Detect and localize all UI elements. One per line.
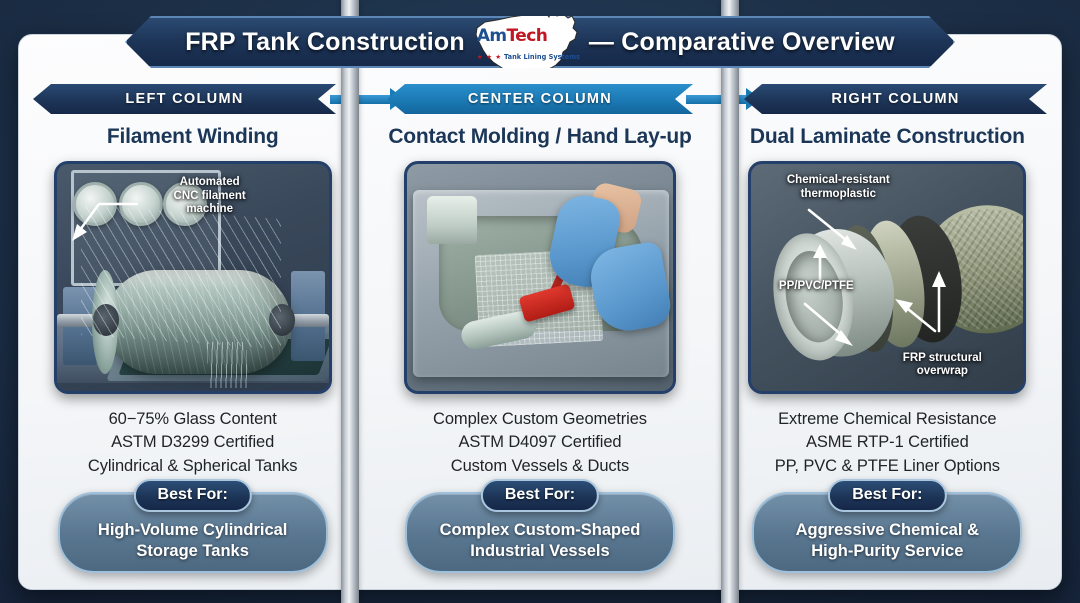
callout-line-1: Automated <box>179 176 240 188</box>
callout-line-2: thermoplastic <box>800 187 877 200</box>
column-bands: LEFT COLUMN CENTER COLUMN RIGHT COLUMN <box>0 84 1080 114</box>
filament-drip <box>206 342 247 388</box>
callout-line-2: CNC filament <box>173 189 246 202</box>
mandrel-hub-left <box>92 304 119 336</box>
column-right: Dual Laminate Construction Chemical-resi… <box>714 35 1061 589</box>
band-right-column: RIGHT COLUMN <box>744 84 1047 114</box>
callout-pp-pvc-ptfe: PP/PVC/PTFE <box>761 280 871 294</box>
spec-line: Extreme Chemical Resistance <box>778 410 997 428</box>
column-title-left: Filament Winding <box>106 125 279 148</box>
spec-line: ASTM D4097 Certified <box>458 433 622 452</box>
flow-connector-arrow-icon <box>330 88 405 110</box>
callout-frp-overwrap: FRP structural overwrap <box>867 352 1017 379</box>
callout-line-1: FRP structural <box>902 351 982 364</box>
best-for-box-left: Best For: High-Volume Cylindrical Storag… <box>57 479 328 573</box>
column-divider <box>341 0 359 603</box>
page-title-right: — Comparative Overview <box>588 27 895 56</box>
column-title-center: Contact Molding / Hand Lay-up <box>388 125 692 148</box>
spec-line: Custom Vessels & Ducts <box>450 456 630 475</box>
mandrel-shaft-left <box>56 314 99 327</box>
best-for-line-2: Storage Tanks <box>136 542 249 561</box>
best-for-line-1: Complex Custom-Shaped <box>439 521 641 540</box>
dual-laminate-photo: Chemical-resistant thermoplastic PP/PVC/… <box>748 161 1027 394</box>
column-center: Contact Molding / Hand Lay-up Complex Cu… <box>366 35 713 589</box>
callout-arrow-icon <box>69 198 139 244</box>
best-for-line-1: Aggressive Chemical & <box>795 521 980 540</box>
metal-mold <box>412 180 673 377</box>
best-for-text: Complex Custom-Shaped Industrial Vessels <box>440 520 641 562</box>
us-map-logo-icon: AmTech ★ ★ ★ Tank Lining Systems <box>471 8 583 76</box>
best-for-pill: Best For: <box>828 479 947 513</box>
best-for-line-2: Industrial Vessels <box>470 542 610 561</box>
mandrel-hub-right <box>268 304 295 336</box>
callout-arrow-icon <box>801 300 865 354</box>
title-banner: FRP Tank Construction AmTech ★ ★ ★ Tank … <box>125 16 955 68</box>
band-center-column: CENTER COLUMN <box>387 84 693 114</box>
callout-arrow-icon <box>807 242 833 284</box>
infographic-card: Filament Winding <box>18 34 1062 590</box>
callout-cnc-machine: Automated CNC filament machine <box>135 176 285 217</box>
wound-cylinder <box>91 270 291 374</box>
spec-line: ASTM D3299 Certified <box>111 433 275 452</box>
callout-arrow-icon <box>881 263 951 335</box>
callout-line-1: PP/PVC/PTFE <box>778 280 854 292</box>
glass-roving-spool <box>426 196 477 244</box>
mandrel-shaft-right <box>286 314 329 327</box>
callout-chemical-resistant: Chemical-resistant thermoplastic <box>763 174 913 201</box>
page-title-left: FRP Tank Construction <box>185 27 465 56</box>
best-for-line-1: High-Volume Cylindrical <box>97 521 288 540</box>
spec-line: Complex Custom Geometries <box>433 410 647 428</box>
callout-line-3: machine <box>186 203 233 216</box>
title-inner: FRP Tank Construction AmTech ★ ★ ★ Tank … <box>127 8 953 76</box>
callout-arrow-icon <box>805 208 875 258</box>
best-for-text: High-Volume Cylindrical Storage Tanks <box>98 520 287 562</box>
best-for-box-center: Best For: Complex Custom-Shaped Industri… <box>404 479 675 573</box>
callout-line-1: Chemical-resistant <box>786 174 890 186</box>
fiber-spool <box>162 182 207 226</box>
title-banner-wrap: FRP Tank Construction AmTech ★ ★ ★ Tank … <box>0 14 1080 70</box>
column-title-right: Dual Laminate Construction <box>749 125 1025 148</box>
best-for-box-right: Best For: Aggressive Chemical & High-Pur… <box>752 479 1023 573</box>
us-map-shape <box>471 8 583 76</box>
spec-line: 60−75% Glass Content <box>108 410 277 428</box>
best-for-line-2: High-Purity Service <box>811 542 964 561</box>
hand-layup-photo <box>403 161 676 394</box>
best-for-pill: Best For: <box>133 479 252 513</box>
spec-line: Cylindrical & Spherical Tanks <box>87 456 298 475</box>
callout-line-2: overwrap <box>916 365 968 378</box>
column-divider <box>721 0 739 603</box>
best-for-pill: Best For: <box>480 479 600 513</box>
band-left-column: LEFT COLUMN <box>33 84 336 114</box>
specs-right: Extreme Chemical Resistance ASME RTP-1 C… <box>775 408 1000 478</box>
spec-line: ASME RTP-1 Certified <box>805 433 969 452</box>
specs-left: 60−75% Glass Content ASTM D3299 Certifie… <box>88 408 298 478</box>
spec-line: PP, PVC & PTFE Liner Options <box>774 456 1000 475</box>
column-left: Filament Winding <box>19 35 366 589</box>
specs-center: Complex Custom Geometries ASTM D4097 Cer… <box>433 408 647 478</box>
best-for-text: Aggressive Chemical & High-Purity Servic… <box>796 520 979 562</box>
filament-winding-photo: Automated CNC filament machine <box>53 161 332 394</box>
